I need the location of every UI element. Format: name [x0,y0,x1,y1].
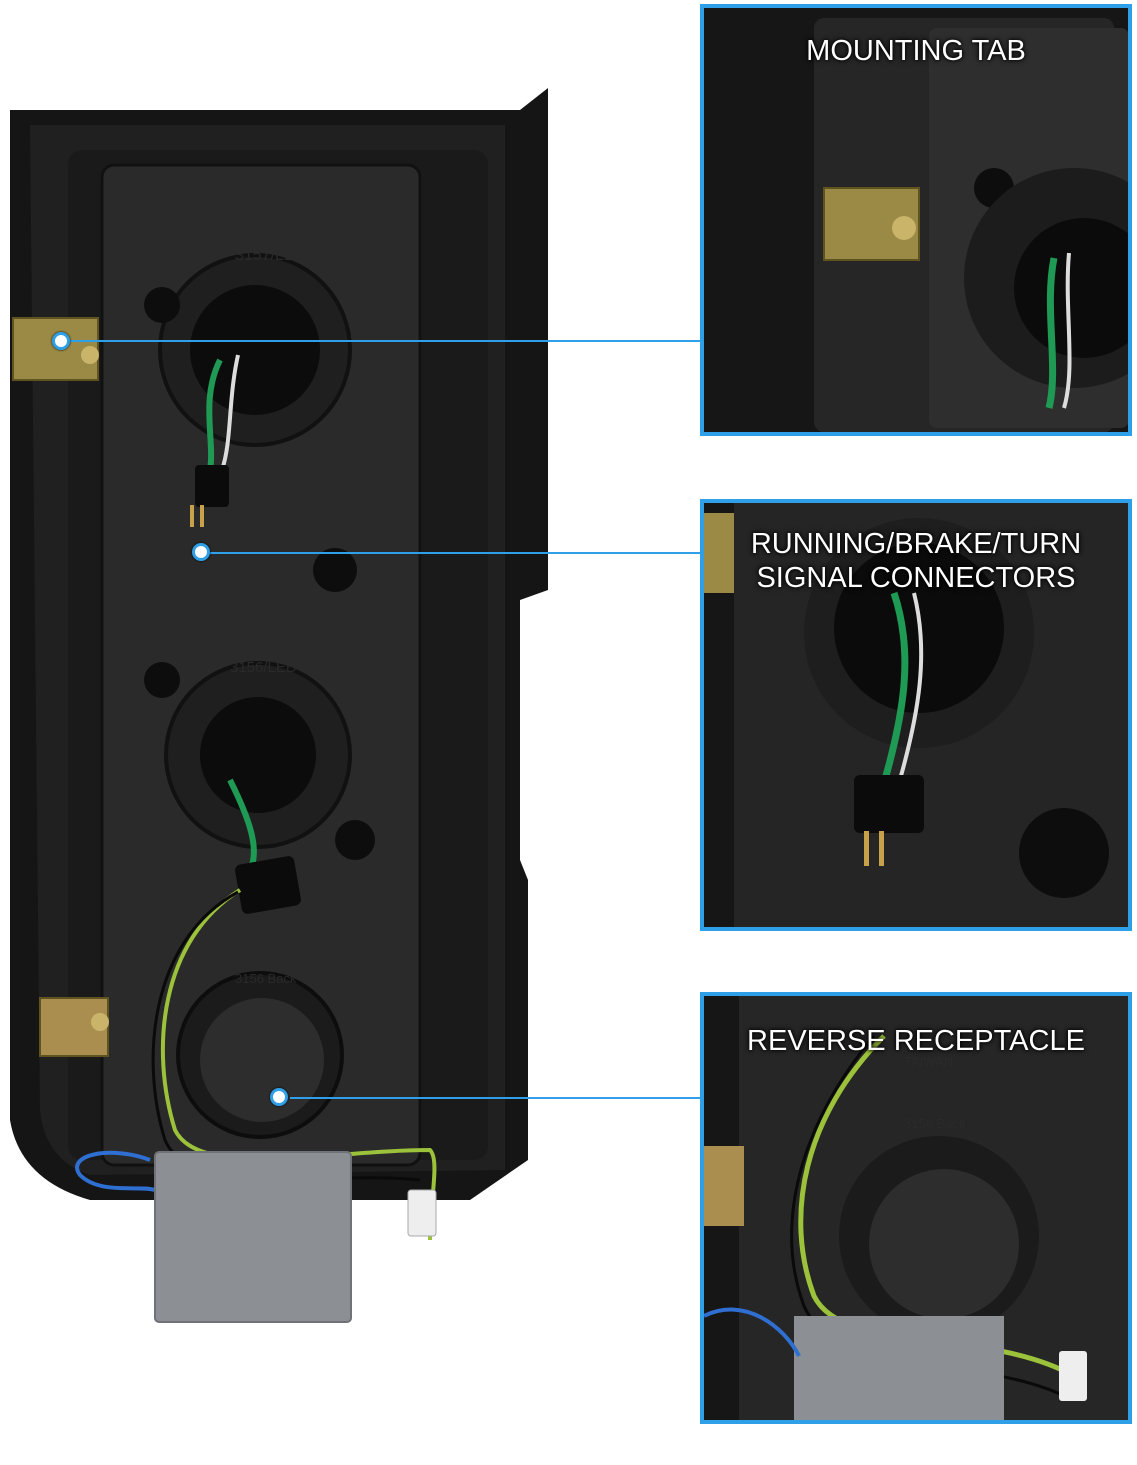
back-socket-marking-closeup: 3156 Back [904,1116,966,1131]
callout-reverse-receptacle: TAIWAN 3156 Back REVERSE RECEPTACLE [700,992,1132,1424]
part-code-marking: GM419 [140,475,193,492]
marker-dot-connectors [192,543,210,561]
reverse-marking: R [342,656,364,689]
tail-light-rear-photo: 3157/LED GM419 12V Signal 3156/LED R 315… [10,88,548,1323]
leader-line-reverse-receptacle [290,1097,702,1099]
back-socket-marking: 3156 Back [235,971,297,986]
callout-mounting-tab: MOUNTING TAB [700,4,1132,436]
lower-socket-marking: 3156/LED [230,659,297,676]
origin-marking: TAIWAN [904,1054,953,1069]
leader-line-mounting-tab [70,340,702,342]
callout-label-reverse-receptacle: REVERSE RECEPTACLE [747,1025,1085,1057]
callout-connectors: RUNNING/BRAKE/TURN SIGNAL CONNECTORS [700,499,1132,931]
reverse-receptacle-closeup: TAIWAN 3156 Back [704,996,1128,1420]
callout-label-mounting-tab: MOUNTING TAB [806,35,1026,67]
signal-marking: Signal [232,640,274,657]
mounting-tab-closeup [704,8,1128,432]
marker-dot-mounting-tab [52,332,70,350]
connectors-closeup [704,503,1128,927]
voltage-marking: 12V [135,532,196,570]
marker-dot-reverse-receptacle [270,1088,288,1106]
callout-label-connectors: RUNNING/BRAKE/TURN SIGNAL CONNECTORS [750,528,1082,594]
upper-socket-marking: 3157/LED [235,247,306,264]
leader-line-connectors [210,552,702,554]
